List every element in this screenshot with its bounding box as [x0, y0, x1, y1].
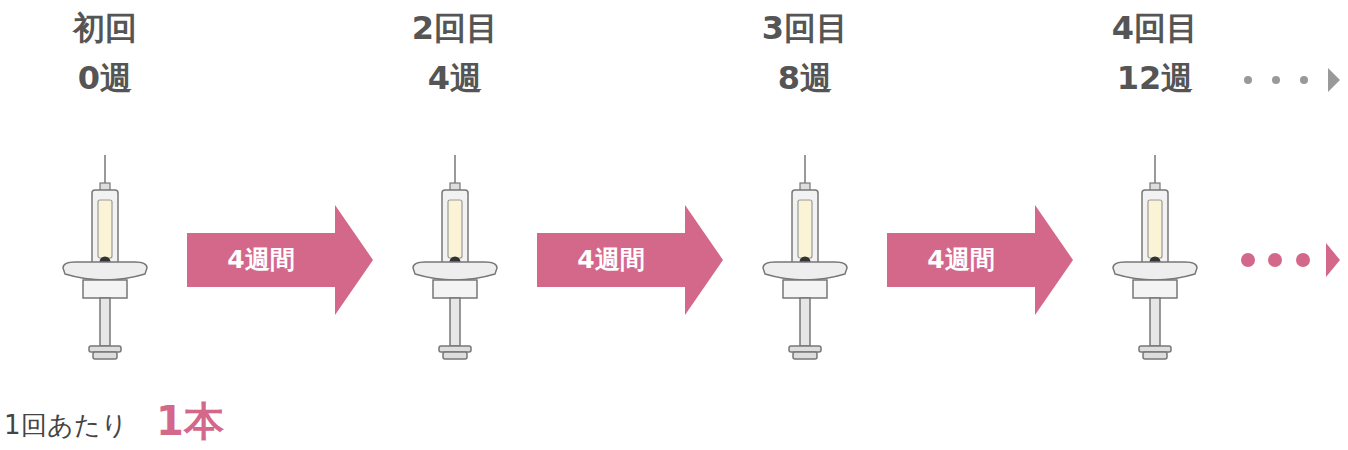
interval-arrow: [187, 205, 373, 315]
dose-number: 3回目: [705, 8, 905, 48]
dose-step: 2回目4週: [375, 0, 535, 370]
syringe: [63, 155, 147, 359]
interval-label: 4週間: [227, 245, 294, 275]
week-label: 8週: [705, 58, 905, 98]
interval-arrow: [887, 205, 1073, 315]
week-label: 12週: [1055, 58, 1255, 98]
per-dose-note: 1回あたり: [4, 408, 128, 443]
dose-number: 2回目: [355, 8, 555, 48]
week-label: 4週: [355, 58, 555, 98]
syringe: [413, 155, 497, 359]
dose-step: 3回目8週: [725, 0, 885, 370]
syringe: [763, 155, 847, 359]
syringe: [1113, 155, 1197, 359]
continuation-dots: [1244, 68, 1340, 92]
dose-number: 4回目: [1055, 8, 1255, 48]
dose-step: 初回0週: [25, 0, 185, 370]
week-label: 0週: [5, 58, 205, 98]
dose-count: 1本: [156, 394, 224, 449]
dose-number: 初回: [5, 8, 205, 48]
interval-label: 4週間: [927, 245, 994, 275]
continuation-dots: [1241, 243, 1340, 277]
interval-arrow: [537, 205, 723, 315]
interval-label: 4週間: [577, 245, 644, 275]
dose-step: 4回目12週: [1075, 0, 1235, 370]
